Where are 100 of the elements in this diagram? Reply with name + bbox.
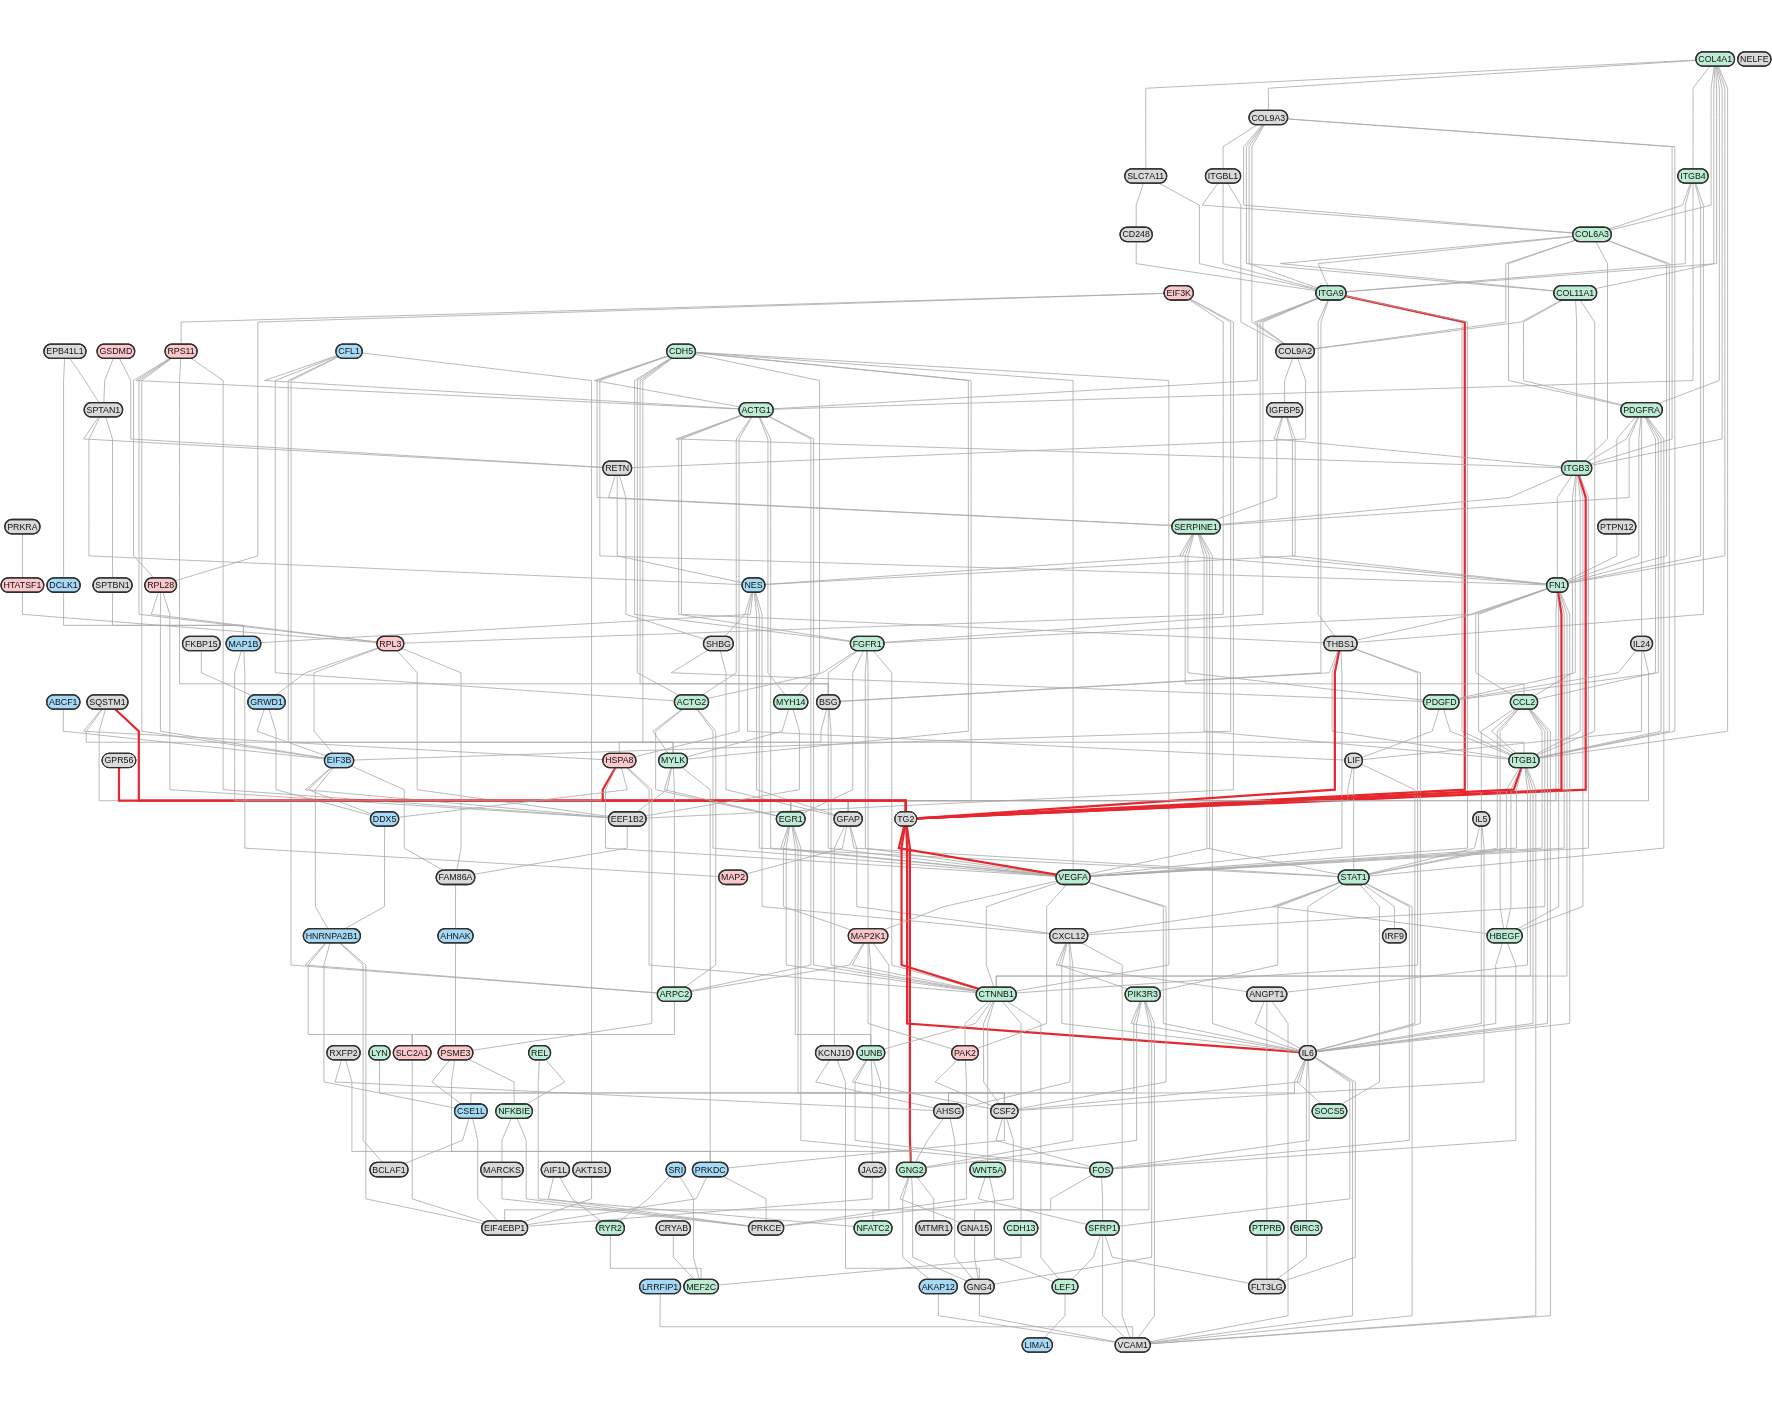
protein-node: CFL1 bbox=[335, 343, 363, 360]
interaction-line bbox=[1006, 1001, 1060, 1280]
interaction-line bbox=[1102, 1234, 1126, 1339]
protein-node: JUNB bbox=[856, 1044, 886, 1061]
interaction-line bbox=[1361, 708, 1440, 758]
protein-node: BSG bbox=[815, 694, 841, 710]
interaction-line bbox=[753, 591, 836, 816]
interaction-line bbox=[353, 298, 1232, 761]
interaction-line bbox=[964, 1001, 989, 1046]
interaction-line bbox=[1641, 416, 1643, 637]
protein-node: PRKRA bbox=[4, 518, 41, 535]
protein-node: BCLAF1 bbox=[369, 1161, 409, 1178]
interaction-line bbox=[559, 1176, 602, 1222]
protein-node: CRYAB bbox=[655, 1220, 692, 1236]
interaction-line bbox=[135, 357, 740, 410]
protein-node: MAP1B bbox=[225, 635, 262, 652]
interaction-line bbox=[1608, 182, 1691, 230]
protein-node: ITGB4 bbox=[1677, 168, 1709, 184]
interaction-line bbox=[85, 708, 674, 754]
interaction-line bbox=[727, 1118, 1005, 1169]
protein-node: CSF2 bbox=[990, 1103, 1019, 1119]
interaction-line bbox=[694, 353, 820, 696]
interaction-line bbox=[925, 942, 1074, 1168]
interaction-line bbox=[404, 1118, 470, 1164]
interaction-line bbox=[976, 884, 1068, 1049]
interaction-line bbox=[636, 767, 673, 813]
protein-node: BIRC3 bbox=[1290, 1220, 1323, 1236]
protein-node: WNT5A bbox=[969, 1161, 1007, 1178]
interaction-line bbox=[526, 1059, 566, 1105]
protein-node: IL5 bbox=[1472, 811, 1491, 827]
interaction-line bbox=[472, 767, 653, 1051]
protein-node: IL24 bbox=[1630, 635, 1654, 652]
interaction-line bbox=[883, 1001, 992, 1050]
interaction-line bbox=[305, 767, 610, 818]
interaction-line bbox=[22, 591, 378, 643]
interaction-line bbox=[1475, 588, 1548, 697]
protein-node: HSPA8 bbox=[602, 752, 637, 769]
interaction-line bbox=[455, 942, 456, 1046]
interaction-line bbox=[22, 533, 23, 579]
protein-node: SPTAN1 bbox=[83, 401, 124, 418]
interaction-line bbox=[1222, 124, 1258, 170]
interaction-line bbox=[1306, 1059, 1308, 1222]
protein-node: KCNJ10 bbox=[814, 1044, 854, 1061]
interaction-line bbox=[69, 358, 100, 404]
interaction-line bbox=[501, 1118, 512, 1163]
interaction-line bbox=[679, 1176, 700, 1280]
interaction-line bbox=[883, 880, 1058, 931]
interaction-line bbox=[695, 351, 1170, 992]
interaction-line bbox=[1523, 299, 1624, 406]
interaction-line bbox=[659, 1293, 1134, 1339]
protein-node: RPL3 bbox=[376, 635, 405, 652]
interaction-line bbox=[1567, 240, 1667, 583]
interaction-line bbox=[995, 1118, 1091, 1168]
protein-node: RXFP2 bbox=[326, 1044, 361, 1061]
interaction-line bbox=[670, 649, 1424, 702]
interaction-line bbox=[1356, 182, 1704, 643]
interaction-line bbox=[783, 825, 852, 931]
interaction-line bbox=[1590, 65, 1723, 466]
interaction-line bbox=[1214, 416, 1284, 521]
interaction-line bbox=[783, 1118, 1014, 1227]
interaction-line bbox=[1286, 416, 1548, 585]
protein-node: EGR1 bbox=[775, 811, 806, 827]
interaction-line bbox=[785, 825, 978, 992]
interaction-line bbox=[702, 416, 752, 696]
interaction-line bbox=[1609, 65, 1715, 231]
interaction-line bbox=[1118, 1057, 1351, 1227]
interaction-line bbox=[764, 533, 1194, 585]
interaction-line bbox=[504, 942, 890, 1222]
protein-node: MEF2C bbox=[683, 1278, 720, 1295]
interaction-line bbox=[1587, 416, 1639, 463]
protein-node: MTMR1 bbox=[915, 1220, 953, 1236]
interaction-line bbox=[1086, 882, 1341, 934]
protein-node: FOS bbox=[1089, 1161, 1114, 1178]
protein-node: THBS1 bbox=[1323, 635, 1358, 652]
interaction-line bbox=[983, 1001, 1000, 1105]
interaction-line bbox=[914, 1118, 944, 1163]
interaction-line bbox=[1043, 1293, 1066, 1339]
interaction-line bbox=[1149, 1001, 1289, 1343]
protein-node: CDH5 bbox=[666, 343, 697, 360]
protein-node: MAP2K1 bbox=[847, 928, 889, 944]
interaction-line bbox=[663, 767, 778, 817]
protein-node: CXCL12 bbox=[1049, 928, 1089, 944]
protein-node: NFATC2 bbox=[853, 1220, 893, 1236]
interaction-line bbox=[772, 182, 1694, 410]
interaction-line bbox=[1199, 533, 1301, 1051]
protein-node: PSME3 bbox=[437, 1044, 474, 1061]
protein-node: COL6A3 bbox=[1572, 226, 1612, 243]
interaction-line bbox=[1508, 239, 1623, 406]
interaction-line bbox=[1058, 942, 1128, 990]
protein-node: COL4A1 bbox=[1695, 51, 1736, 67]
interaction-line bbox=[1286, 767, 1528, 993]
protein-node: SOCS5 bbox=[1311, 1103, 1348, 1119]
interaction-line bbox=[411, 1001, 675, 1046]
interaction-line bbox=[925, 1001, 1142, 1169]
interaction-line bbox=[314, 767, 334, 930]
protein-node: PAK2 bbox=[951, 1044, 979, 1061]
protein-node: FN1 bbox=[1546, 577, 1569, 593]
interaction-line bbox=[978, 1293, 1117, 1343]
interaction-line bbox=[256, 708, 327, 757]
protein-node: EEF1B2 bbox=[607, 811, 647, 827]
